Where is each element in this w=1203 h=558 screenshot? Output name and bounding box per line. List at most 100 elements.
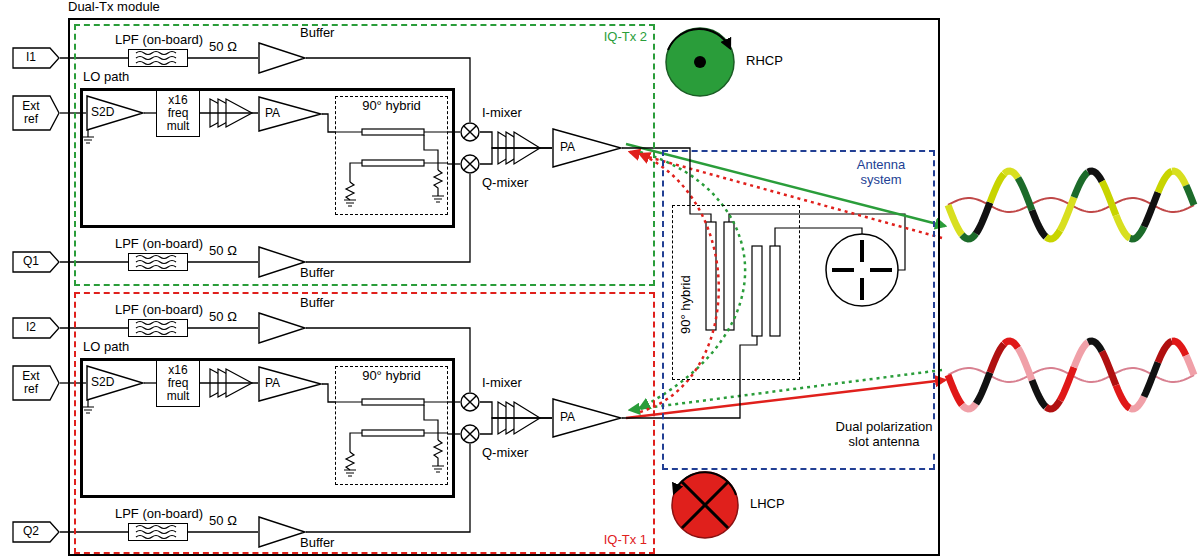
rhcp-symbol	[694, 56, 706, 68]
polarized-wave	[948, 205, 962, 235]
polarized-wave	[1074, 342, 1088, 367]
rhcp-symbol	[666, 28, 734, 96]
polarized-wave	[990, 174, 1004, 202]
antenna-hybrid-art	[690, 205, 905, 380]
signal-wire	[60, 57, 128, 58]
polarized-wave	[1130, 397, 1144, 409]
tx-region: IQ-Tx 1LPF (on-board)BufferLO pathS2Dx16…	[74, 292, 655, 554]
lo-path-box-label: LO path	[83, 340, 129, 355]
mixer: I-mixer	[460, 122, 480, 142]
port-outline	[13, 48, 59, 68]
polarized-wave	[1158, 341, 1172, 362]
mixer-outline	[460, 122, 480, 142]
signal-wire	[144, 382, 156, 383]
mixer: Q-mixer	[460, 154, 480, 174]
polarized-wave	[1060, 367, 1074, 400]
buffer-amp-label: Buffer	[300, 536, 334, 551]
s2d-converter-text-box: S2D	[86, 365, 144, 401]
polarized-wave	[962, 234, 976, 239]
buffer-amp: Buffer	[258, 312, 306, 344]
buffer-amp-outline	[258, 246, 306, 278]
hybrid-coupler: 90° hybrid	[335, 96, 448, 215]
lhcp-symbol	[674, 472, 736, 495]
impedance-label: 50 Ω	[207, 40, 239, 55]
polarized-wave	[1004, 341, 1018, 348]
lhcp-symbol	[682, 482, 728, 528]
hybrid-coupler-label: 90° hybrid	[336, 369, 447, 384]
lo-path-box: LO pathS2Dx16 freq multPA90° hybrid	[80, 88, 455, 228]
polarized-wave	[1172, 171, 1186, 185]
polarized-wave	[1074, 172, 1088, 197]
mixer-cross	[464, 396, 477, 409]
freq-multiplier-label: x16 freq mult	[161, 94, 195, 134]
buffer-amp: Buffer	[258, 246, 306, 278]
mixer-label: I-mixer	[482, 106, 522, 121]
lowpass-filter-label: LPF (on-board)	[107, 33, 211, 48]
antenna-hybrid-art	[752, 246, 762, 336]
polarization-arrows	[626, 144, 945, 226]
polarized-wave	[1130, 227, 1144, 239]
mixer-outline	[461, 425, 479, 443]
power-amp-label: PA	[560, 141, 575, 154]
polarized-wave	[948, 171, 1194, 409]
impedance-label: 50 Ω	[207, 514, 239, 529]
polarized-wave	[1116, 215, 1130, 238]
lowpass-filter-label: LPF (on-board)	[107, 237, 211, 252]
polarized-wave	[1018, 178, 1032, 210]
input-port-outline	[12, 47, 60, 69]
polarized-wave	[1032, 380, 1046, 407]
amplifier-outline	[87, 96, 143, 130]
mixer-label: Q-mixer	[482, 176, 528, 191]
power-amp-label: PA	[560, 411, 575, 424]
mixer-outline	[460, 424, 480, 444]
power-amp: PA	[258, 96, 322, 132]
polarization-arrows	[640, 152, 745, 408]
polarization-label: RHCP	[744, 54, 785, 69]
power-amp-text-box: PA	[552, 128, 622, 168]
polarization-arrows	[640, 154, 719, 412]
signal-wire	[200, 112, 258, 113]
lowpass-filter: LPF (on-board)	[128, 319, 188, 337]
slot-antenna	[826, 234, 898, 306]
input-port: Q1	[12, 251, 60, 273]
antenna-hybrid-art	[770, 246, 780, 336]
input-port-text-box: I1	[12, 47, 60, 69]
tx-circuit-art	[82, 322, 540, 539]
mixer-cross	[464, 428, 477, 441]
power-amp: PA	[552, 398, 622, 438]
lhcp-symbol	[672, 472, 738, 538]
antenna-hybrid-art	[690, 205, 905, 380]
lowpass-filter: LPF (on-board)	[128, 253, 188, 271]
tx-circuit-art	[82, 52, 540, 269]
signal-wire	[60, 531, 128, 532]
mixer-cross	[464, 126, 477, 139]
power-amp: PA	[552, 128, 622, 168]
buffer-amp-outline	[258, 516, 306, 548]
buffer-amp: Buffer	[258, 42, 306, 74]
input-port-text-box: I2	[12, 317, 60, 339]
power-amp-label: PA	[265, 107, 280, 120]
power-amp-text-box: PA	[258, 366, 322, 402]
power-amp: PA	[258, 366, 322, 402]
freq-multiplier-label: x16 freq mult	[161, 364, 195, 404]
s2d-converter-label: S2D	[91, 376, 114, 389]
polarized-wave	[1186, 185, 1194, 205]
input-port-label: Ext ref	[16, 370, 46, 396]
polarized-wave	[976, 372, 990, 403]
buffer-amp-label: Buffer	[300, 296, 334, 311]
module-box: Dual-Tx moduleIQ-Tx 2LPF (on-board)Buffe…	[68, 18, 940, 556]
polarization-label: LHCP	[748, 497, 787, 512]
polarized-wave	[1172, 341, 1186, 355]
input-port-label: Q2	[23, 525, 39, 538]
input-port-text-box: Ext ref	[12, 95, 60, 131]
amplifier-outline	[259, 97, 321, 131]
freq-multiplier: x16 freq mult	[156, 360, 200, 407]
freq-multiplier-text-box: x16 freq mult	[157, 361, 199, 406]
s2d-converter: S2D	[86, 95, 144, 131]
input-port-label: Ext ref	[16, 100, 46, 126]
polarization-arrows	[626, 144, 945, 418]
lhcp-symbol	[672, 472, 738, 538]
tx-region: IQ-Tx 2LPF (on-board)BufferLO pathS2Dx16…	[74, 24, 655, 286]
input-port: Ext ref	[12, 95, 60, 131]
